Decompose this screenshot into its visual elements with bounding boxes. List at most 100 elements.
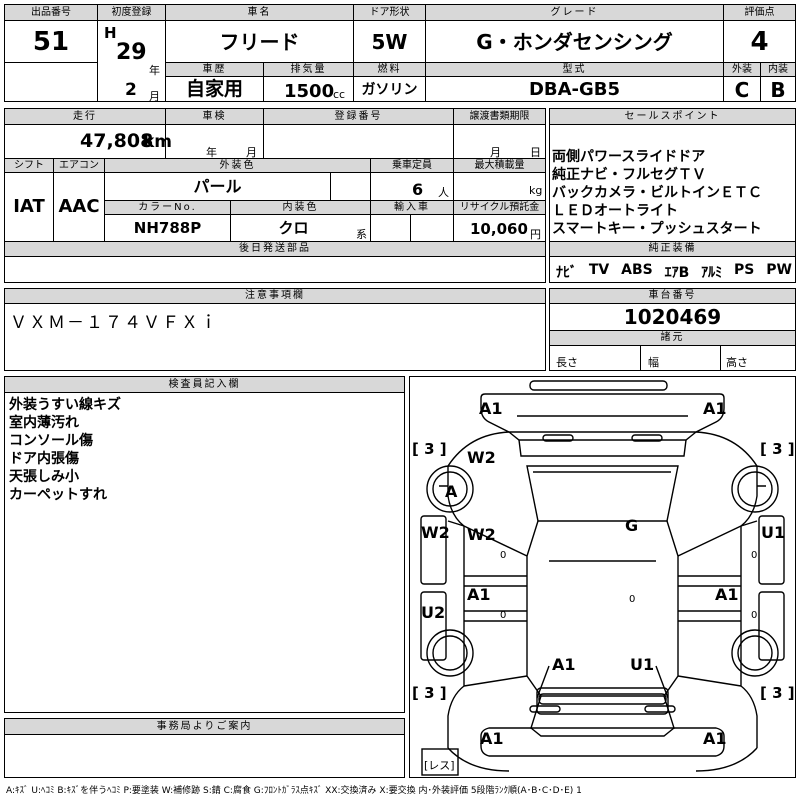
mark-back-right: U1 bbox=[630, 655, 655, 674]
deliv-month-unit: 月 bbox=[490, 146, 501, 159]
ext-label: 外装 bbox=[724, 63, 760, 76]
score-label: 評価点 bbox=[724, 5, 795, 20]
mark-front-right: A1 bbox=[703, 399, 727, 418]
zero-mark: 0 bbox=[751, 610, 758, 621]
grade: G・ホンダセンシング bbox=[476, 29, 673, 54]
equipment-label: 純正装備 bbox=[550, 242, 795, 256]
door-type: 5W bbox=[371, 29, 408, 54]
color-label: 外装色 bbox=[105, 159, 370, 172]
mark-back-left: A1 bbox=[552, 655, 576, 674]
intcolor-label: 内装色 bbox=[231, 201, 370, 214]
mark-rear-left: A1 bbox=[480, 729, 504, 748]
chassis-section bbox=[549, 288, 796, 371]
notes-label: 注意事項欄 bbox=[5, 289, 545, 303]
mark-left-quarter: U2 bbox=[421, 603, 446, 622]
mileage-unit: km bbox=[143, 132, 173, 152]
int-grade: B bbox=[770, 77, 786, 102]
score: 4 bbox=[750, 26, 769, 57]
import-label: 輸入車 bbox=[371, 201, 453, 214]
car-diagram-section bbox=[409, 376, 796, 778]
header-section bbox=[4, 4, 796, 102]
displacement-label: 排気量 bbox=[264, 63, 353, 76]
inspector-notes: 外装うすい線キズ 室内薄汚れ コンソール傷 ドア内張傷 天張しみ小 カーペットす… bbox=[9, 396, 121, 504]
inspector-section bbox=[4, 376, 405, 713]
tire-rear-right: [ 3 ] bbox=[760, 684, 795, 702]
zero-mark: 0 bbox=[500, 610, 507, 621]
equip-alloy: ｱﾙﾐ bbox=[701, 265, 723, 281]
height-label: 高さ bbox=[726, 356, 748, 369]
equip-ps: PS bbox=[734, 262, 755, 278]
tire-front-left: [ 3 ] bbox=[412, 440, 447, 458]
reg-year: 29 bbox=[116, 40, 147, 65]
era-letter: H bbox=[104, 24, 117, 42]
later-parts-label: 後日発送部品 bbox=[5, 242, 545, 256]
intcolor: クロ bbox=[278, 218, 309, 237]
inspector-line: コンソール傷 bbox=[9, 433, 93, 449]
model: DBA-GB5 bbox=[528, 78, 621, 100]
sales-line: 純正ナビ・フルセグＴＶ bbox=[552, 167, 706, 183]
zero-mark: 0 bbox=[500, 550, 507, 561]
mark-left-door: W2 bbox=[421, 523, 450, 542]
mark-left-inner: W2 bbox=[467, 525, 496, 544]
sales-label: セールスポイント bbox=[550, 109, 795, 124]
month-unit: 月 bbox=[149, 90, 160, 103]
equipment-list: ﾅﾋﾞ TV ABS ｴｱB ｱﾙﾐ PS PW bbox=[556, 262, 792, 282]
length-label: 長さ bbox=[556, 356, 578, 369]
mark-left-rear: A1 bbox=[467, 585, 491, 604]
capacity-unit: 人 bbox=[438, 186, 449, 199]
spare-tire: [レス] bbox=[424, 759, 455, 772]
insp-month-unit: 月 bbox=[246, 146, 257, 159]
intcolor-unit: 系 bbox=[356, 228, 367, 241]
notes-text: ＶＸＭ－１７４ＶＦＸｉ bbox=[10, 313, 219, 333]
equip-pw: PW bbox=[766, 262, 792, 278]
ac: AAC bbox=[58, 196, 100, 217]
sales-line: バックカメラ・ビルトインＥＴＣ bbox=[552, 185, 762, 201]
fuel: ガソリン bbox=[361, 81, 418, 98]
capacity-label: 乗車定員 bbox=[371, 159, 453, 172]
chassis-label: 車台番号 bbox=[550, 289, 795, 303]
car-name-label: 車名 bbox=[166, 5, 353, 20]
mark-left-front-tire: A bbox=[445, 482, 458, 501]
year-unit: 年 bbox=[149, 64, 160, 77]
colorno: NH788P bbox=[133, 218, 202, 237]
width-label: 幅 bbox=[648, 356, 659, 369]
recycle-label: リサイクル預託金 bbox=[454, 201, 545, 214]
mark-rear-right: A1 bbox=[703, 729, 727, 748]
load-unit: kg bbox=[529, 184, 543, 197]
tire-rear-left: [ 3 ] bbox=[412, 684, 447, 702]
ac-label: エアコン bbox=[54, 159, 104, 172]
lot-label: 出品番号 bbox=[5, 5, 97, 20]
office-section bbox=[4, 718, 405, 778]
mark-left-fender: W2 bbox=[467, 448, 496, 467]
lot-number: 51 bbox=[32, 26, 70, 57]
car-name: フリード bbox=[219, 29, 300, 54]
recycle-unit: 円 bbox=[530, 228, 541, 241]
spec-section bbox=[4, 108, 546, 283]
zero-mark: 0 bbox=[751, 550, 758, 561]
inspector-line: 外装うすい線キズ bbox=[9, 397, 121, 413]
delivery-label: 譲渡書類期限 bbox=[454, 109, 545, 124]
equip-nav: ﾅﾋﾞ bbox=[556, 265, 577, 281]
model-label: 型式 bbox=[426, 63, 723, 76]
grade-label: グレード bbox=[426, 5, 723, 20]
tire-front-right: [ 3 ] bbox=[760, 440, 795, 458]
displacement: 1500 bbox=[284, 81, 335, 102]
inspector-line: カーペットすれ bbox=[9, 487, 107, 503]
colorno-label: カラーNo. bbox=[105, 201, 230, 214]
dims-label: 諸元 bbox=[550, 331, 795, 345]
office-label: 事務局よりご案内 bbox=[5, 719, 404, 734]
displacement-unit: cc bbox=[333, 88, 346, 101]
deliv-day-unit: 日 bbox=[530, 146, 541, 159]
sales-line: 両側パワースライドドア bbox=[552, 149, 706, 165]
inspector-line: 天張しみ小 bbox=[9, 469, 79, 485]
mark-right-door: U1 bbox=[761, 523, 786, 542]
first-reg-label: 初度登録 bbox=[98, 5, 165, 20]
mark-right-rear: A1 bbox=[715, 585, 739, 604]
notes-section bbox=[4, 288, 546, 371]
insp-year-unit: 年 bbox=[206, 146, 217, 159]
equip-airbag: ｴｱB bbox=[664, 265, 690, 281]
fuel-label: 燃料 bbox=[354, 63, 425, 76]
int-label: 内装 bbox=[761, 63, 795, 76]
load-label: 最大積載量 bbox=[454, 159, 545, 172]
reg-month: 2 bbox=[125, 80, 137, 100]
